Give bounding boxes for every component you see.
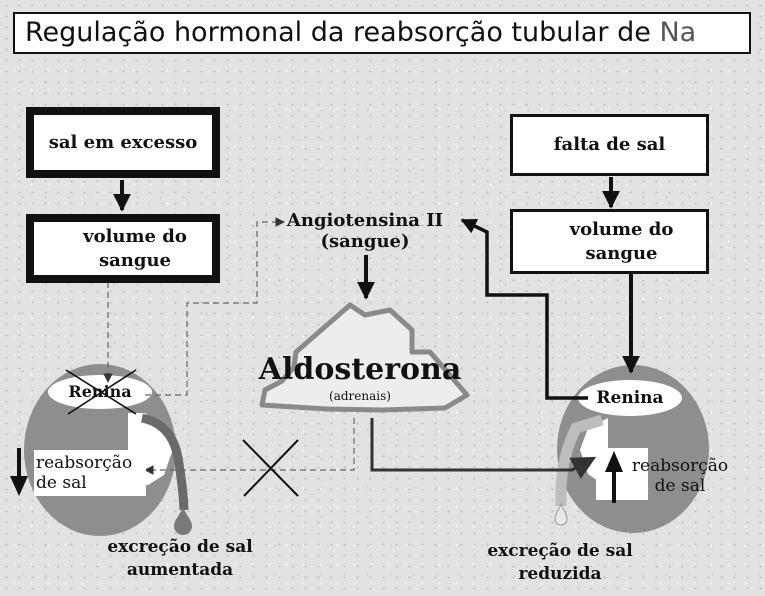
adrenal-gland xyxy=(259,302,470,413)
down-arrow-icon xyxy=(10,448,28,496)
left-excretion-label: excreção de sal aumentada xyxy=(107,537,253,580)
right-reabsorption-label: reabsorção de sal xyxy=(631,456,729,496)
adrenals-label: (adrenais) xyxy=(329,389,391,403)
left-blood-volume-box: volume do sangue xyxy=(26,214,220,283)
aldosterone-label: Aldosterona xyxy=(258,352,462,387)
right-blood-volume-box: volume do sangue xyxy=(510,209,709,274)
arrow-aldosterone-to-kidney xyxy=(370,418,597,479)
dashed-renin-to-angiotensin xyxy=(145,217,285,396)
up-arrow-icon xyxy=(605,451,623,503)
salt-lack-label: falta de sal xyxy=(553,134,666,155)
salt-lack-box: falta de sal xyxy=(510,114,709,176)
droplet-icon xyxy=(174,507,192,535)
right-renin-label: Renina xyxy=(596,388,664,408)
page-title: Regulação hormonal da reabsorção tubular… xyxy=(13,12,751,54)
left-renin-label: Renina xyxy=(68,382,132,401)
left-reabsorption-label: reabsorção de sal xyxy=(34,450,146,496)
title-sodium: Na xyxy=(659,17,697,48)
left-blood-volume-label: volume do sangue xyxy=(83,225,187,271)
angiotensin-title: Angiotensina II xyxy=(286,210,444,231)
right-kidney xyxy=(557,365,709,533)
angiotensin-source: (sangue) xyxy=(320,231,410,252)
arrow-renin-to-angiotensin xyxy=(460,218,588,400)
right-ureter xyxy=(555,414,604,506)
dashed-aldosterone-to-kidney xyxy=(144,418,355,475)
angiotensin-label: Angiotensina II (sangue) xyxy=(270,210,460,252)
right-excretion-label: excreção de sal reduzida xyxy=(487,541,633,584)
salt-excess-box: sal em excesso xyxy=(26,107,220,178)
salt-excess-label: sal em excesso xyxy=(48,131,198,153)
cross-icon xyxy=(242,439,299,497)
title-text: Regulação hormonal da reabsorção tubular… xyxy=(25,17,660,48)
right-blood-volume-label: volume do sangue xyxy=(569,218,674,264)
renin-cross-icon xyxy=(65,369,137,415)
left-ureter xyxy=(140,413,189,511)
droplet-icon xyxy=(554,502,568,526)
